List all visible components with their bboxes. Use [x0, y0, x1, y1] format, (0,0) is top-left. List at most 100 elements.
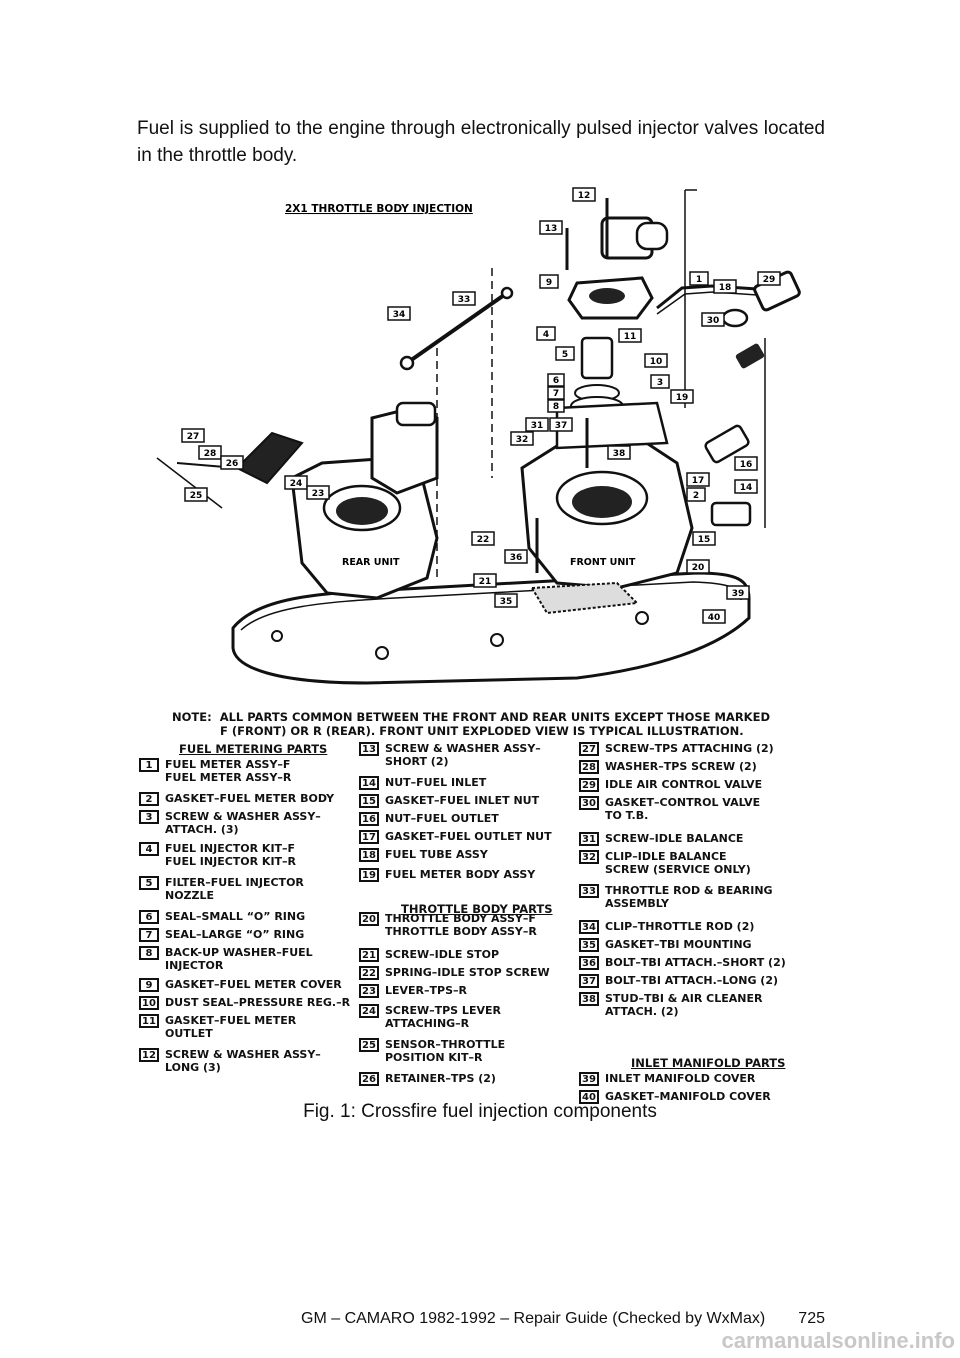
front-unit-label: FRONT UNIT: [570, 557, 636, 568]
legend-label: SENSOR–THROTTLE POSITION KIT–R: [385, 1038, 506, 1064]
legend-number-box: 11: [139, 1014, 159, 1028]
figure-caption: Fig. 1: Crossfire fuel injection compone…: [303, 1101, 657, 1122]
svg-text:2: 2: [693, 491, 699, 501]
callout-32: 32: [510, 431, 534, 446]
callout-39: 39: [726, 585, 750, 600]
legend-label: FUEL TUBE ASSY: [385, 848, 488, 861]
svg-text:22: 22: [477, 535, 490, 545]
svg-text:17: 17: [692, 476, 705, 486]
legend-label: GASKET–MANIFOLD COVER: [605, 1090, 771, 1103]
svg-text:26: 26: [226, 459, 239, 469]
callout-8: 8: [547, 399, 565, 413]
legend-label: SCREW–TPS ATTACHING (2): [605, 742, 774, 755]
callout-20: 20: [686, 559, 710, 574]
callout-13: 13: [539, 220, 563, 235]
legend-note: NOTE: ALL PARTS COMMON BETWEEN THE FRONT…: [172, 710, 770, 738]
legend-number-box: 1: [139, 758, 159, 772]
callout-40: 40: [702, 609, 726, 624]
parts-legend: NOTE: ALL PARTS COMMON BETWEEN THE FRONT…: [137, 706, 825, 1104]
svg-text:36: 36: [510, 553, 523, 563]
legend-number-box: 13: [359, 742, 379, 756]
svg-text:7: 7: [553, 389, 559, 399]
legend-number-box: 17: [359, 830, 379, 844]
callout-2: 2: [686, 487, 706, 502]
legend-number-box: 28: [579, 760, 599, 774]
legend-number-box: 2: [139, 792, 159, 806]
heading-throttle-body: THROTTLE BODY PARTS: [401, 902, 553, 916]
svg-text:14: 14: [740, 483, 753, 493]
legend-number-box: 29: [579, 778, 599, 792]
legend-number-box: 32: [579, 850, 599, 864]
callout-29: 29: [757, 271, 781, 286]
callout-12: 12: [572, 187, 596, 202]
legend-label: SCREW–IDLE STOP: [385, 948, 500, 961]
svg-text:6: 6: [553, 376, 559, 386]
legend-label: RETAINER–TPS (2): [385, 1072, 496, 1085]
legend-label: GASKET–TBI MOUNTING: [605, 938, 752, 951]
page-number: 725: [798, 1310, 825, 1327]
svg-text:10: 10: [650, 357, 663, 367]
svg-text:11: 11: [624, 332, 637, 342]
legend-number-box: 40: [579, 1090, 599, 1104]
callout-36: 36: [504, 549, 528, 564]
callout-22: 22: [471, 531, 495, 546]
callout-35: 35: [494, 593, 518, 608]
legend-number-box: 8: [139, 946, 159, 960]
legend-number-box: 23: [359, 984, 379, 998]
legend-label: IDLE AIR CONTROL VALVE: [605, 778, 763, 791]
legend-label: SCREW–TPS LEVER ATTACHING–R: [385, 1004, 501, 1030]
legend-number-box: 34: [579, 920, 599, 934]
legend-label: GASKET–FUEL METER COVER: [165, 978, 342, 991]
legend-label: SCREW & WASHER ASSY– ATTACH. (3): [165, 810, 321, 836]
legend-number-box: 37: [579, 974, 599, 988]
legend-label: SCREW & WASHER ASSY– LONG (3): [165, 1048, 321, 1074]
svg-text:30: 30: [707, 316, 720, 326]
legend-label: THROTTLE BODY ASSY–F THROTTLE BODY ASSY–…: [385, 912, 537, 938]
legend-number-box: 10: [139, 996, 159, 1010]
legend-label: FUEL METER ASSY–F FUEL METER ASSY–R: [165, 758, 292, 784]
figure-crossfire-components: 2X1 THROTTLE BODY INJECTION: [137, 178, 825, 1104]
svg-text:23: 23: [312, 489, 325, 499]
callout-18: 18: [713, 279, 737, 294]
legend-number-box: 19: [359, 868, 379, 882]
legend-label: THROTTLE ROD & BEARING ASSEMBLY: [605, 884, 773, 910]
legend-number-box: 27: [579, 742, 599, 756]
callout-23: 23: [306, 485, 330, 500]
legend-item-8: 8 BACK-UP WASHER–FUEL INJECTOR: [139, 946, 359, 972]
legend-label: BOLT–TBI ATTACH.–LONG (2): [605, 974, 779, 987]
legend-label: BACK-UP WASHER–FUEL INJECTOR: [165, 946, 313, 972]
legend-number-box: 38: [579, 992, 599, 1006]
callout-24: 24: [284, 475, 308, 490]
legend-label: FUEL INJECTOR KIT–F FUEL INJECTOR KIT–R: [165, 842, 297, 868]
svg-text:21: 21: [479, 577, 492, 587]
svg-text:8: 8: [553, 402, 559, 412]
legend-number-box: 9: [139, 978, 159, 992]
svg-text:25: 25: [190, 491, 203, 501]
svg-text:16: 16: [740, 460, 753, 470]
diagram-title: 2X1 THROTTLE BODY INJECTION: [285, 203, 473, 215]
callout-14: 14: [734, 479, 758, 494]
legend-label: GASKET–FUEL INLET NUT: [385, 794, 540, 807]
legend-number-box: 36: [579, 956, 599, 970]
legend-number-box: 15: [359, 794, 379, 808]
callout-16: 16: [734, 456, 758, 471]
legend-label: STUD–TBI & AIR CLEANER ATTACH. (2): [605, 992, 763, 1018]
manifold-cover-plate: [231, 571, 751, 685]
callout-38: 38: [607, 445, 631, 460]
legend-label: CLIP–THROTTLE ROD (2): [605, 920, 755, 933]
legend-label: FILTER–FUEL INJECTOR NOZZLE: [165, 876, 304, 902]
callout-28: 28: [198, 445, 222, 460]
legend-number-box: 12: [139, 1048, 159, 1062]
legend-label: SPRING–IDLE STOP SCREW: [385, 966, 550, 979]
